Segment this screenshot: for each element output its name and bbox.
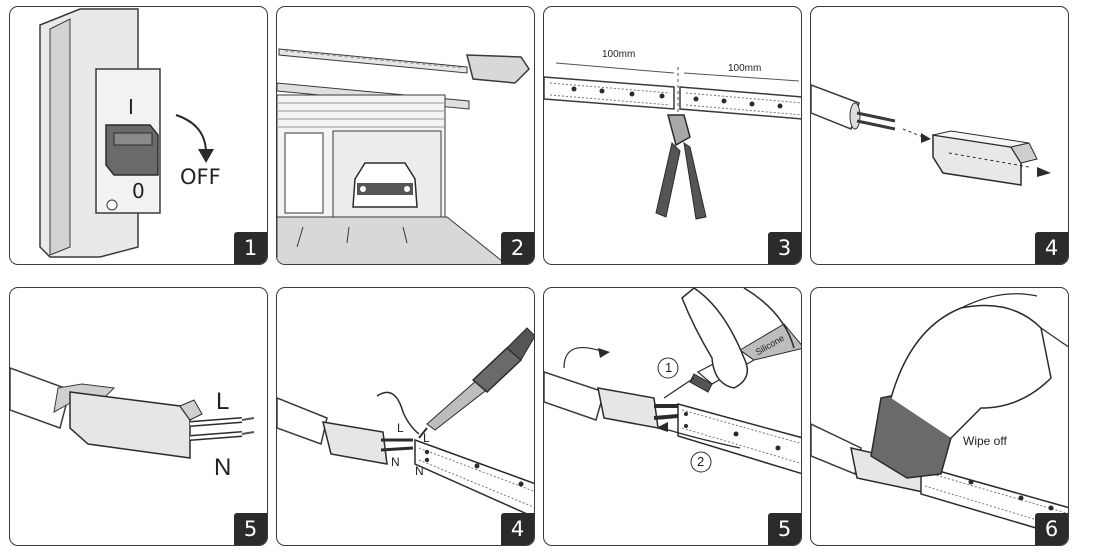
off-label: OFF (180, 165, 221, 189)
wipe-off-label: Wipe off (963, 434, 1007, 448)
step-badge: 5 (768, 513, 801, 545)
step-badge: 2 (501, 232, 534, 264)
step-badge: 4 (1035, 232, 1068, 264)
cable-cap-illustration (811, 84, 1051, 186)
panel-6-soldering: L N L N 4 (276, 287, 535, 546)
panel-4-slide-cap: 4 (810, 6, 1069, 265)
length-label-b: 100mm (728, 63, 762, 74)
strip-live-label: L (423, 431, 430, 445)
panel-2-garage-opener: 2 (276, 6, 535, 265)
silicone-illustration (544, 288, 801, 475)
step-badge: 4 (501, 513, 534, 545)
neutral-wire-label: N (214, 454, 232, 481)
live-wire-label: L (397, 421, 404, 435)
strip-neutral-label: N (415, 464, 424, 478)
wipe-off-illustration (811, 293, 1068, 539)
step-two-marker: 2 (697, 454, 705, 469)
neutral-wire-label: N (391, 455, 400, 469)
panel-7-apply-silicone: Silicone 1 2 5 (543, 287, 802, 546)
step-badge: 6 (1035, 513, 1068, 545)
live-wire-label: L (216, 388, 230, 415)
panel-3-cut-strip: 100mm 100mm 3 (543, 6, 802, 265)
panel-1-switch-off-breaker: I 0 OFF 1 (9, 6, 268, 265)
panel-8-wipe-off: Wipe off 6 (810, 287, 1069, 546)
step-one-marker: 1 (665, 360, 673, 375)
length-label-a: 100mm (602, 49, 636, 60)
panel-5-wires: L N 5 (9, 287, 268, 546)
soldering-illustration (277, 327, 534, 518)
step-badge: 1 (234, 232, 267, 264)
step-badge: 5 (234, 513, 267, 545)
on-mark-label: I (128, 95, 134, 119)
garage-illustration (277, 48, 530, 264)
off-mark-label: 0 (132, 179, 145, 203)
cable-wires-illustration (10, 367, 255, 459)
cut-strip-illustration (544, 62, 801, 220)
step-badge: 3 (768, 232, 801, 264)
circuit-breaker-illustration (39, 8, 214, 258)
